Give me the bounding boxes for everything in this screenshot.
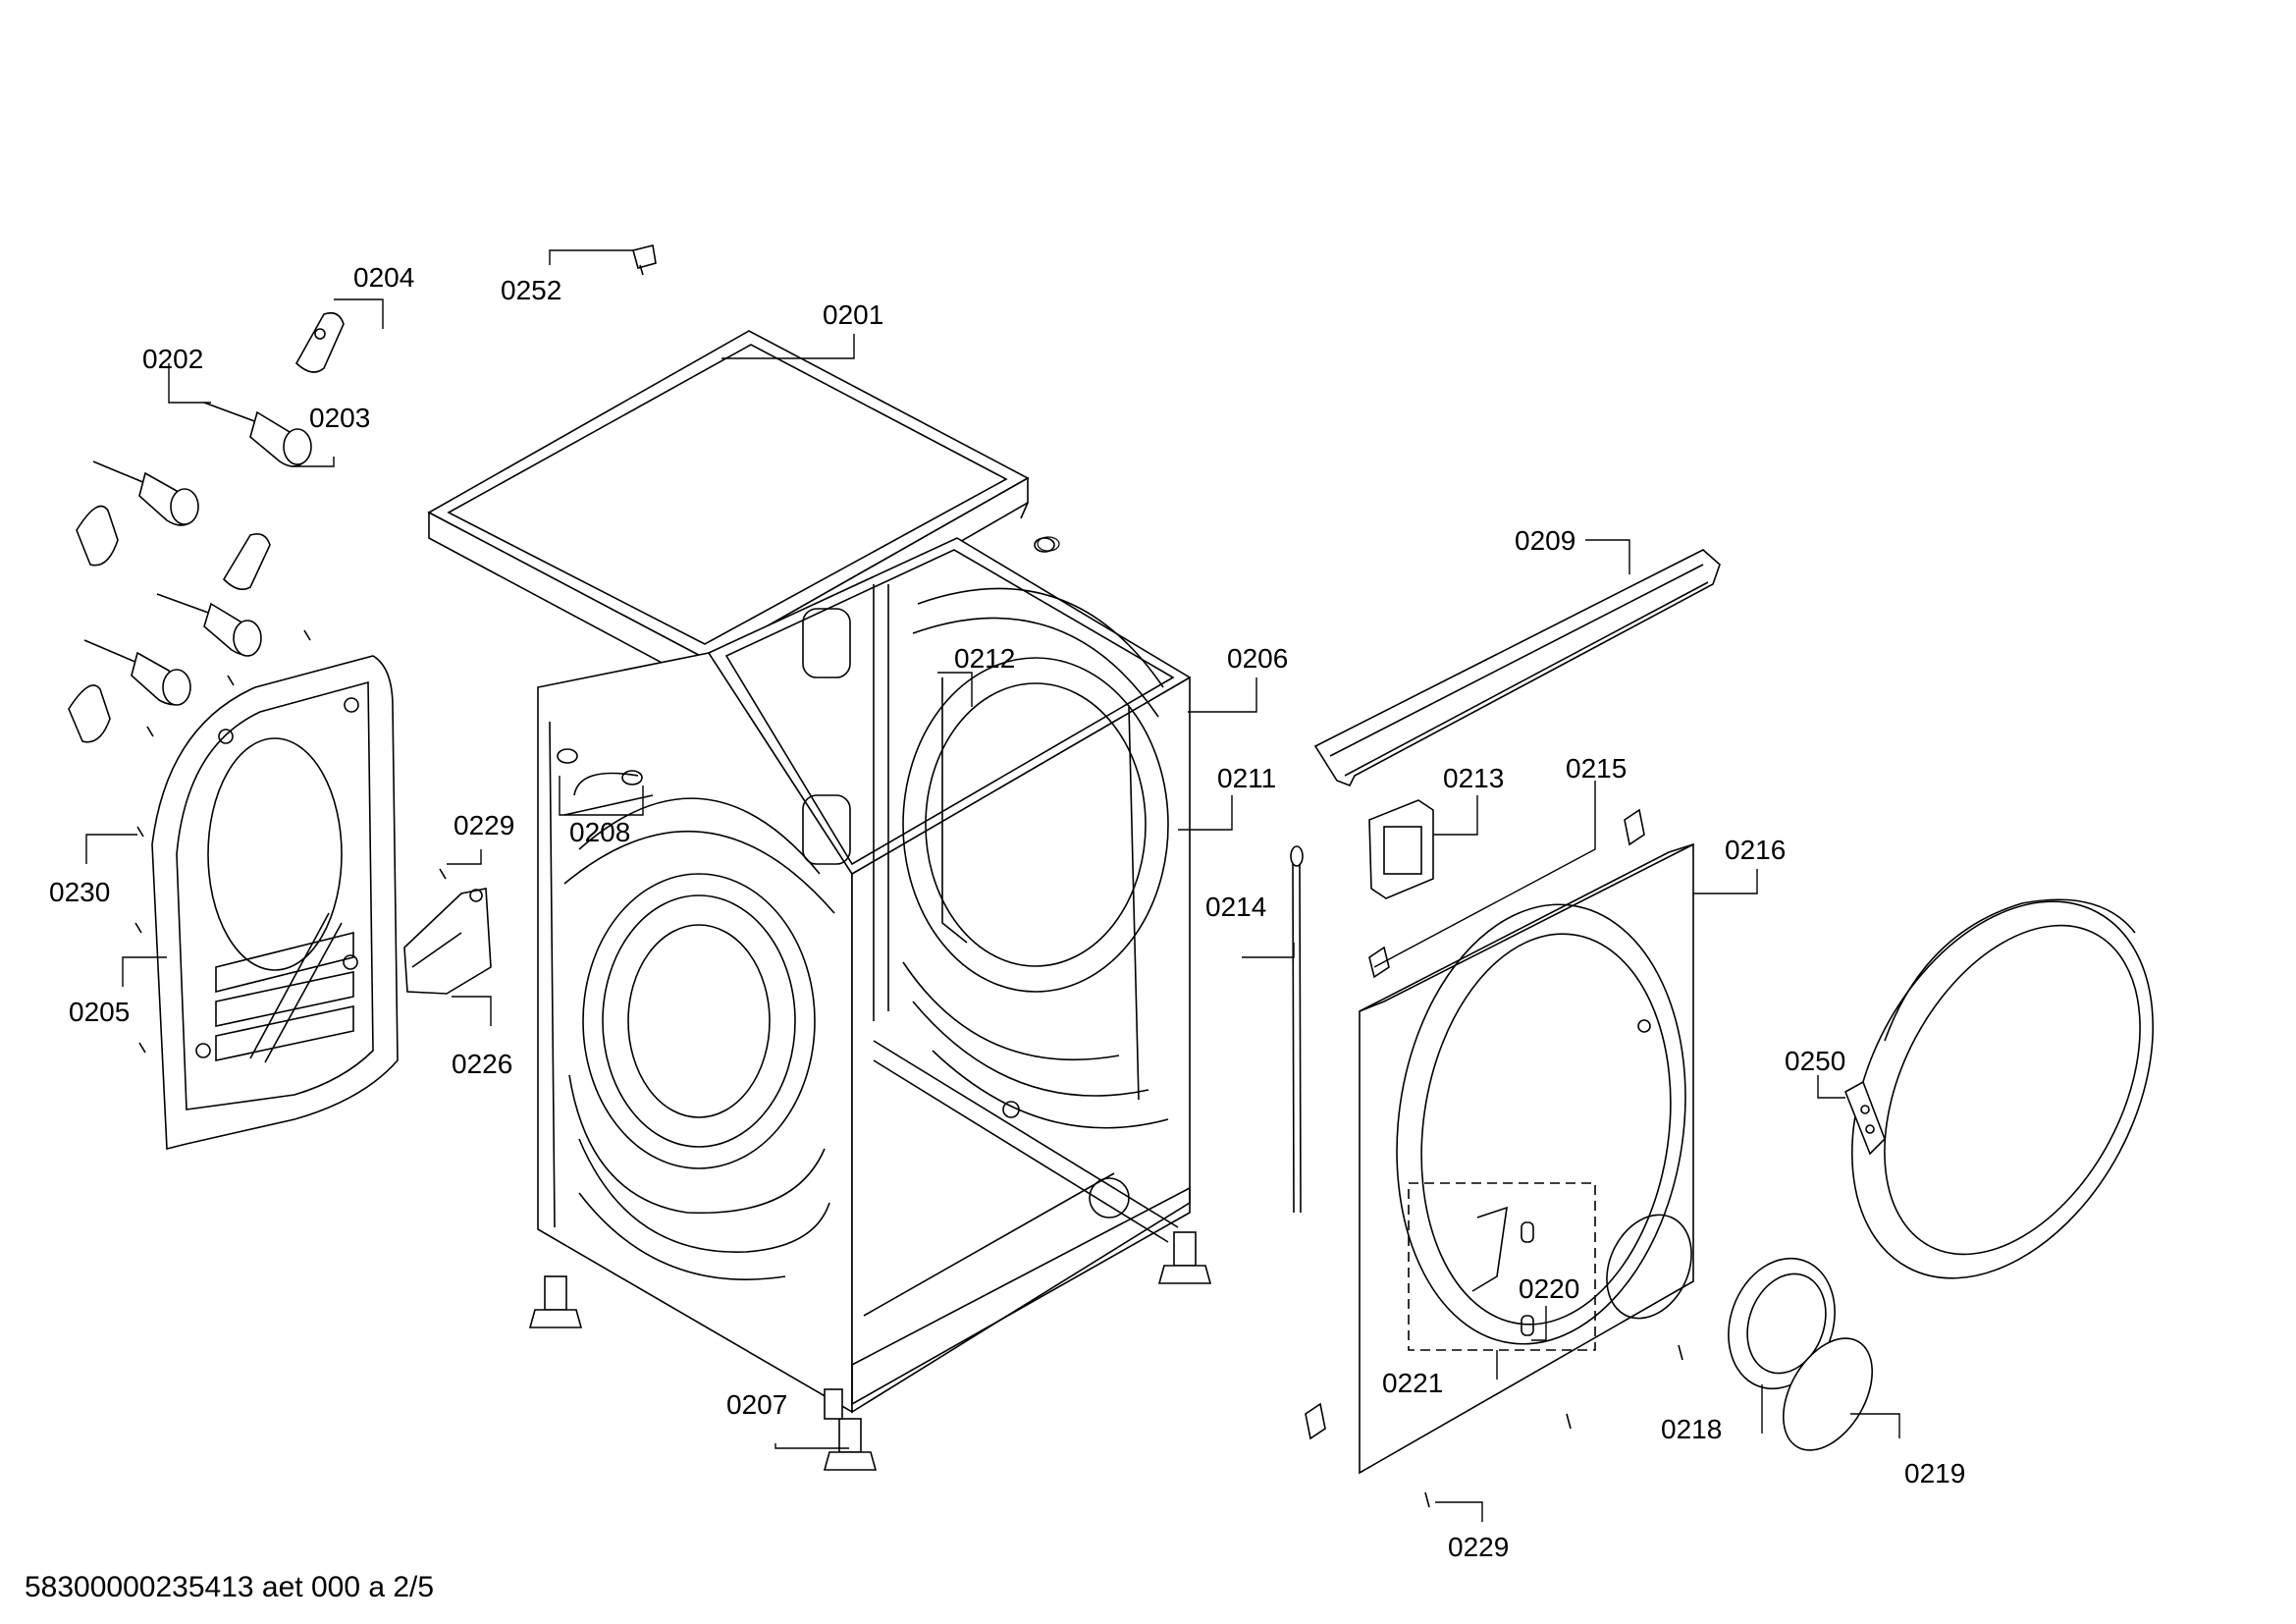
part-label-0221[interactable]: 0221 bbox=[1382, 1368, 1443, 1398]
hinge-brackets-drawing[interactable] bbox=[68, 244, 657, 1054]
part-label-0229-bottom[interactable]: 0229 bbox=[1448, 1532, 1509, 1562]
part-label-0212[interactable]: 0212 bbox=[954, 643, 1015, 674]
part-label-0207[interactable]: 0207 bbox=[726, 1389, 787, 1420]
part-label-0206[interactable]: 0206 bbox=[1227, 643, 1288, 674]
part-label-0215[interactable]: 0215 bbox=[1566, 753, 1627, 784]
part-label-0216[interactable]: 0216 bbox=[1725, 835, 1786, 865]
part-label-0201[interactable]: 0201 bbox=[823, 299, 883, 330]
part-label-0205[interactable]: 0205 bbox=[69, 997, 130, 1027]
filter-housing-0218-drawing[interactable] bbox=[1711, 1243, 1852, 1403]
part-label-0213[interactable]: 0213 bbox=[1443, 763, 1504, 793]
part-label-0252[interactable]: 0252 bbox=[501, 275, 561, 305]
part-label-0218[interactable]: 0218 bbox=[1661, 1414, 1722, 1444]
door-0250-drawing[interactable] bbox=[1791, 850, 2215, 1330]
cabinet-drawing[interactable] bbox=[537, 537, 1192, 1414]
feet-drawing[interactable] bbox=[528, 1231, 1212, 1471]
part-label-0226[interactable]: 0226 bbox=[452, 1049, 512, 1079]
part-label-0211[interactable]: 0211 bbox=[1217, 763, 1276, 793]
part-label-0230[interactable]: 0230 bbox=[49, 877, 110, 907]
part-label-0208[interactable]: 0208 bbox=[569, 817, 630, 847]
part-label-0214[interactable]: 0214 bbox=[1205, 892, 1266, 922]
rod-0214-drawing[interactable] bbox=[1290, 845, 1304, 1214]
clips-drawing[interactable] bbox=[1305, 808, 1683, 1508]
part-label-0219[interactable]: 0219 bbox=[1904, 1458, 1965, 1489]
filter-cover-0219-drawing[interactable] bbox=[1765, 1323, 1891, 1465]
part-label-0229-left[interactable]: 0229 bbox=[454, 810, 514, 840]
front-panel-drawing[interactable] bbox=[1359, 842, 1713, 1475]
part-labels: 0201 0252 0204 0202 0203 0230 0205 0229 … bbox=[49, 262, 1965, 1562]
rail-0209-drawing[interactable] bbox=[1313, 549, 1721, 787]
part-label-0204[interactable]: 0204 bbox=[353, 262, 414, 293]
door-lock-0213-drawing[interactable] bbox=[1368, 799, 1434, 899]
part-label-0209[interactable]: 0209 bbox=[1515, 525, 1575, 556]
document-reference: 58300000235413 aet 000 a 2/5 bbox=[25, 1571, 434, 1603]
part-label-0250[interactable]: 0250 bbox=[1785, 1046, 1845, 1076]
part-label-0220[interactable]: 0220 bbox=[1519, 1273, 1579, 1304]
part-label-0202[interactable]: 0202 bbox=[142, 344, 203, 374]
side-panel-drawing[interactable] bbox=[151, 655, 399, 1151]
leader-lines bbox=[85, 249, 1900, 1522]
bracket-0226-drawing[interactable] bbox=[403, 888, 492, 995]
part-label-0203[interactable]: 0203 bbox=[309, 403, 370, 433]
